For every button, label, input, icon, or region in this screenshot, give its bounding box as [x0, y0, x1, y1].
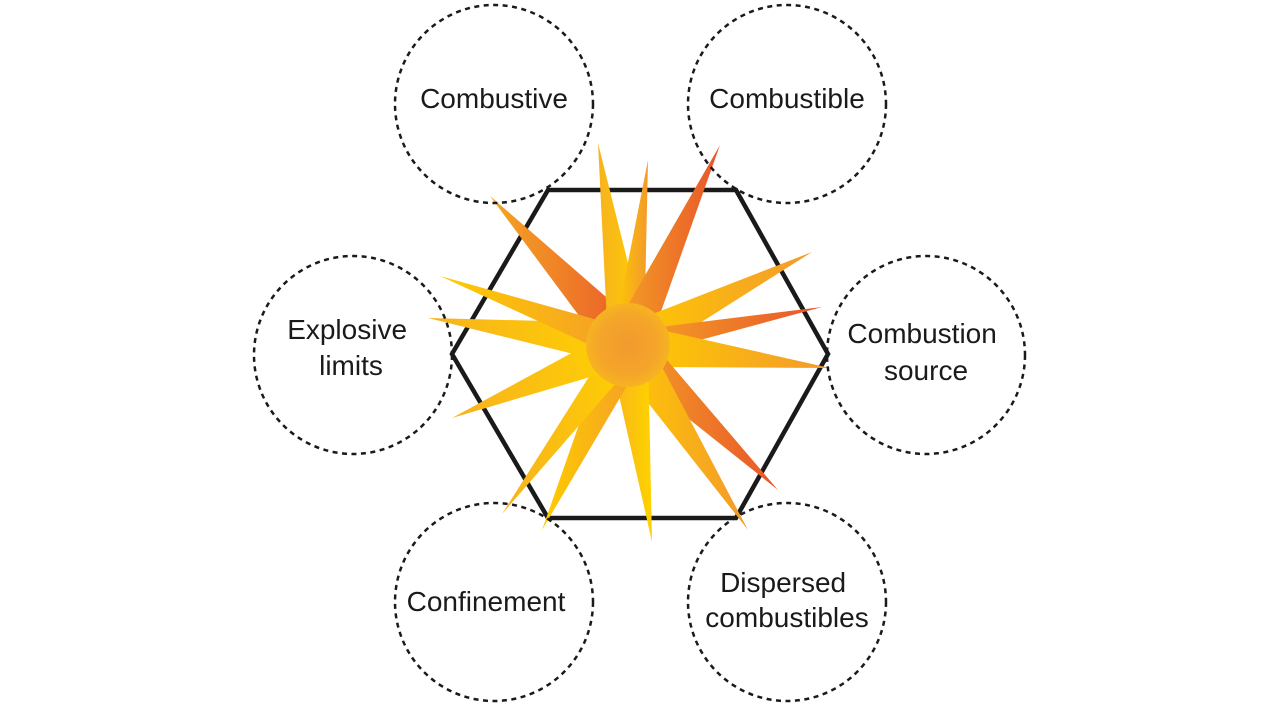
node-confinement-label: Confinement: [407, 586, 566, 617]
node-combustive-label: Combustive: [420, 83, 568, 114]
condition-circles: Combustive Combustible Combustion source…: [252, 3, 1027, 703]
node-dispersed-combustibles-circle: [686, 501, 888, 703]
node-combustion-source-circle: [825, 254, 1027, 456]
node-confinement-circle: [393, 501, 595, 703]
node-combustible: Combustible: [686, 3, 888, 205]
node-explosive-limits: Explosive limits: [252, 254, 454, 456]
explosion-core: [586, 303, 670, 387]
node-explosive-limits-label: Explosive limits: [287, 314, 415, 381]
node-dispersed-combustibles-label: Dispersed combustibles: [705, 567, 868, 633]
node-dispersed-combustibles: Dispersed combustibles: [686, 501, 888, 703]
node-confinement: Confinement: [393, 501, 595, 703]
node-combustion-source-label: Combustion source: [847, 318, 1004, 386]
explosion-star-icon: [428, 143, 830, 542]
node-combustive-circle: [393, 3, 595, 205]
node-combustion-source: Combustion source: [825, 254, 1027, 456]
explosion-spike: [609, 145, 720, 354]
node-explosive-limits-circle: [252, 254, 454, 456]
node-combustible-circle: [686, 3, 888, 205]
node-combustible-label: Combustible: [709, 83, 865, 114]
explosion-spike: [440, 276, 634, 361]
node-combustive: Combustive: [393, 3, 595, 205]
explosion-spike: [625, 323, 830, 368]
